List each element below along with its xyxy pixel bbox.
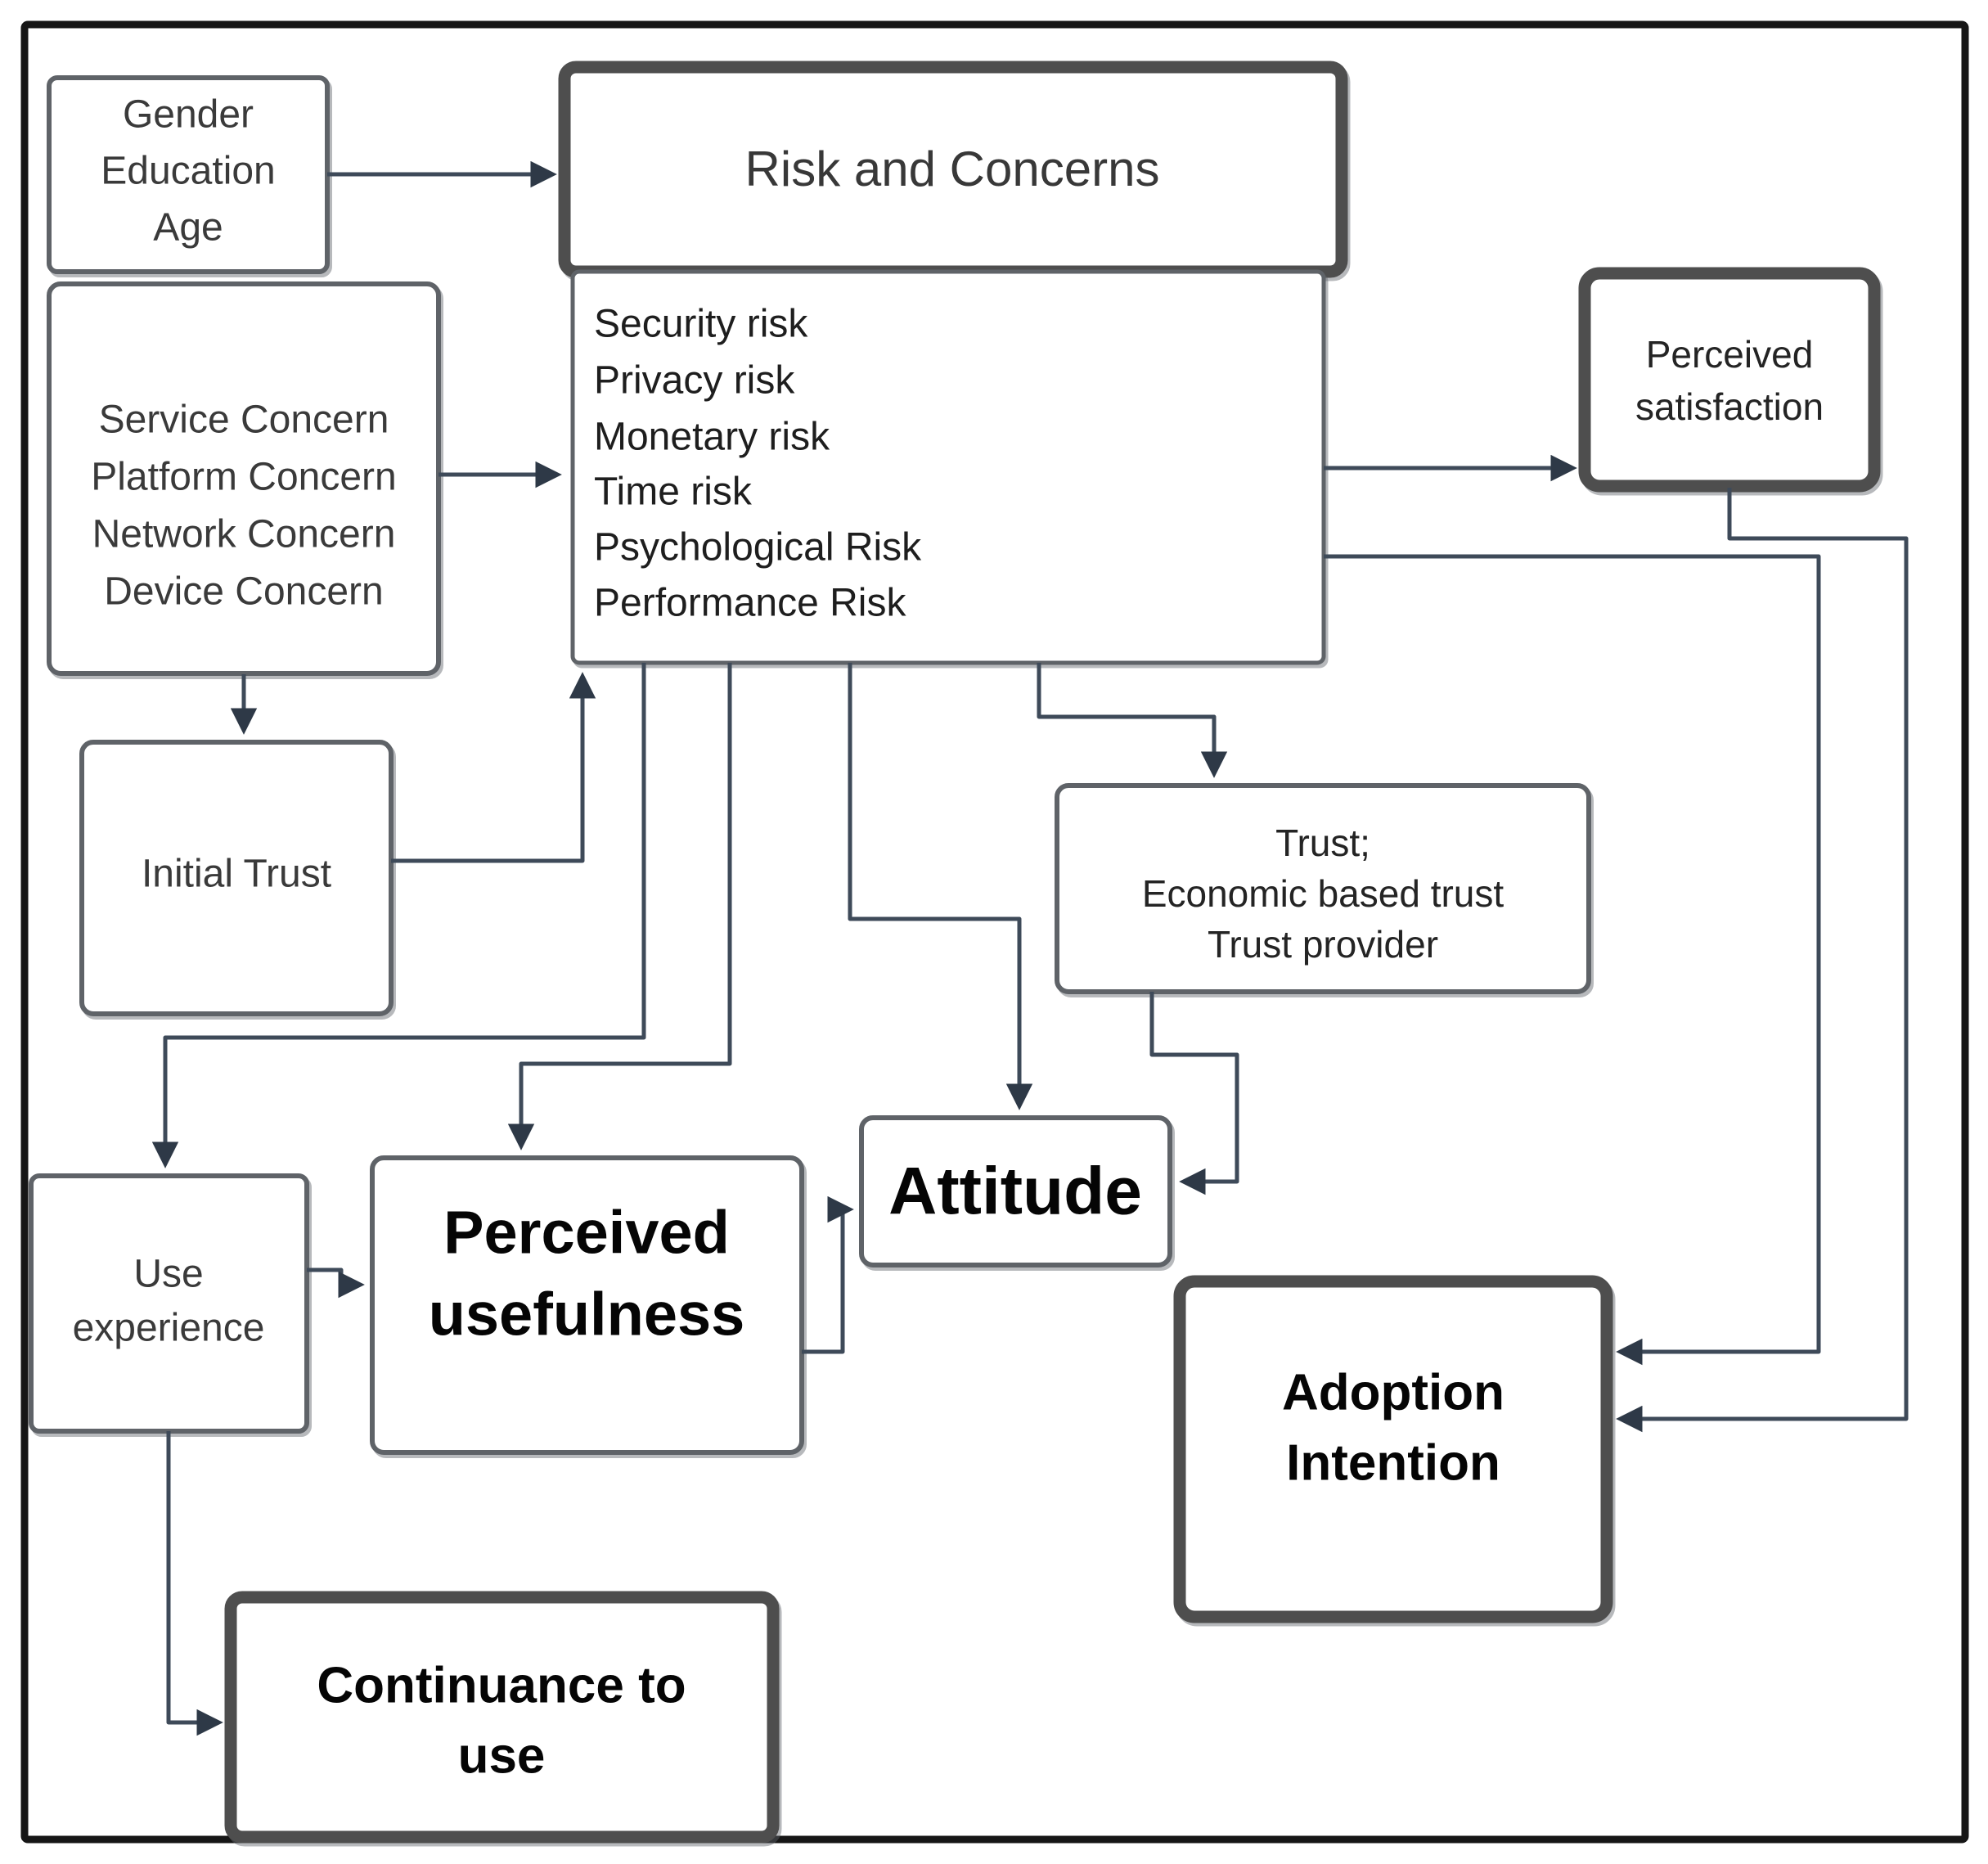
platform-concern-label: Platform Concern [91, 456, 396, 499]
adoption-intention-box [1173, 1275, 1613, 1623]
outer-frame [20, 20, 1969, 1844]
perceived-satisfaction-label-1: Perceived [1646, 333, 1814, 376]
attitude-label: Attitude [888, 1155, 1142, 1229]
attitude-box [859, 1115, 1172, 1267]
edge-use-experience-to-continuance [166, 1431, 223, 1736]
edge-use-experience-to-perceived-usefulness [307, 1267, 365, 1299]
edge-risk-to-use-experience [151, 663, 646, 1168]
continuance-label-1: Continuance to [317, 1657, 686, 1713]
education-label: Education [101, 150, 276, 193]
use-experience-label-2: experience [73, 1307, 265, 1350]
perceived-usefulness-box [370, 1155, 804, 1455]
trust-box [1055, 783, 1591, 994]
node-labels: Gender Education Age Risk and Concerns S… [73, 93, 1824, 1785]
device-concern-label: Device Concern [104, 570, 383, 614]
use-experience-label-1: Use [133, 1253, 203, 1296]
service-concern-label: Service Concern [99, 398, 389, 442]
perceived-satisfaction-label-2: satisfaction [1635, 385, 1824, 428]
continuance-label-2: use [458, 1727, 546, 1784]
edge-perceived-usefulness-to-attitude [802, 1195, 854, 1354]
trust-label-1: Trust; [1275, 822, 1370, 864]
gender-label: Gender [123, 93, 254, 137]
adoption-intention-label-2: Intention [1286, 1434, 1500, 1491]
connectors [151, 160, 1909, 1736]
service-concern-box [47, 281, 441, 676]
perceived-usefulness-label-1: Perceived [443, 1199, 730, 1267]
perceived-satisfaction-box [1578, 267, 1881, 493]
time-risk-item: Time risk [594, 471, 753, 514]
monetary-risk-item: Monetary risk [594, 416, 830, 459]
risk-and-concerns-title: Risk and Concerns [745, 142, 1160, 196]
edge-risk-to-perceived-usefulness [507, 663, 732, 1150]
edge-initial-trust-to-risk [391, 672, 596, 863]
initial-trust-box [79, 740, 394, 1016]
node-boxes [29, 61, 1881, 1844]
edge-risk-to-trust [1037, 663, 1228, 778]
edge-trust-to-attitude [1149, 992, 1239, 1195]
use-experience-box [29, 1173, 309, 1434]
network-concern-label: Network Concern [92, 513, 396, 556]
age-label: Age [153, 206, 223, 250]
edge-risk-to-adoption [1324, 554, 1821, 1366]
trust-label-2: Economic based trust [1142, 872, 1504, 915]
edge-risk-to-attitude [848, 663, 1033, 1110]
continuance-box [224, 1591, 780, 1844]
security-risk-item: Security risk [594, 303, 808, 346]
edge-satisfaction-to-adoption [1616, 488, 1909, 1433]
privacy-risk-item: Privacy risk [594, 359, 795, 403]
performance-risk-item: Performance Risk [594, 582, 906, 625]
trust-label-3: Trust provider [1208, 923, 1438, 966]
initial-trust-label: Initial Trust [142, 853, 331, 896]
adoption-intention-label-1: Adoption [1282, 1364, 1504, 1421]
psychological-risk-item: Psychological Risk [594, 526, 922, 570]
perceived-usefulness-label-2: usefulness [429, 1281, 745, 1348]
